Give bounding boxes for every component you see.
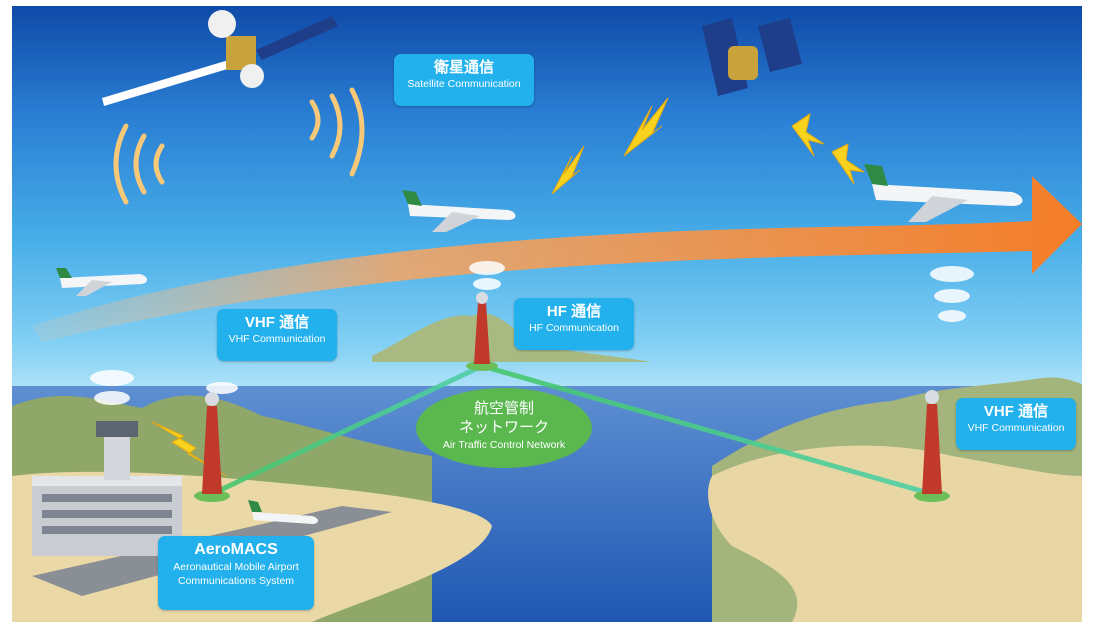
atc-label-jp-line2: ネットワーク (458, 419, 549, 436)
satellite-label-jp: 衛星通信 (433, 59, 494, 76)
land-right (708, 445, 1082, 622)
vhf-right-label-en: VHF Communication (967, 422, 1065, 434)
aeromacs-line1: Aeronautical Mobile Airport (173, 561, 299, 573)
aeromacs-title: AeroMACS (194, 541, 278, 558)
flight-path-arrow (32, 176, 1082, 342)
satellite-communication-label: 衛星通信 Satellite Communication (394, 54, 534, 106)
aircraft-runway (248, 500, 318, 524)
satellite-right (702, 18, 802, 96)
hf-communication-label: HF 通信 HF Communication (514, 298, 634, 350)
aircraft-right (864, 164, 1023, 222)
ground-signal-arcs (90, 261, 974, 405)
aeromacs-label: AeroMACS Aeronautical Mobile Airport Com… (158, 536, 314, 610)
radio-tower-center (466, 292, 498, 371)
atc-network-label: 航空管制 ネットワーク Air Traffic Control Network (416, 388, 592, 468)
aircraft-left (56, 268, 148, 296)
atc-network-lines (210, 363, 933, 497)
radio-tower-right (914, 390, 950, 502)
satellite-left (102, 10, 338, 106)
hf-label-jp: HF 通信 (546, 303, 602, 320)
aeromacs-line2: Communications System (177, 575, 295, 587)
vhf-left-label-en: VHF Communication (228, 333, 326, 345)
atc-label-jp-line1: 航空管制 (473, 400, 534, 417)
hf-label-en: HF Communication (529, 322, 619, 334)
vhf-communication-label-right: VHF 通信 VHF Communication (956, 398, 1076, 450)
aircraft-center (402, 190, 516, 232)
vhf-right-label-jp: VHF 通信 (983, 403, 1049, 420)
satellite-signal-arcs (113, 87, 365, 205)
satellite-label-en: Satellite Communication (407, 78, 521, 90)
illustration: 衛星通信 Satellite Communication VHF 通信 VHF … (12, 6, 1082, 622)
vhf-communication-label-left: VHF 通信 VHF Communication (217, 309, 337, 361)
vhf-left-label-jp: VHF 通信 (244, 314, 310, 331)
radio-tower-left (194, 392, 230, 502)
lightning-icons (151, 97, 865, 477)
atc-label-en: Air Traffic Control Network (442, 439, 566, 451)
airport-terminal (32, 421, 182, 556)
mountains-center (372, 313, 652, 362)
